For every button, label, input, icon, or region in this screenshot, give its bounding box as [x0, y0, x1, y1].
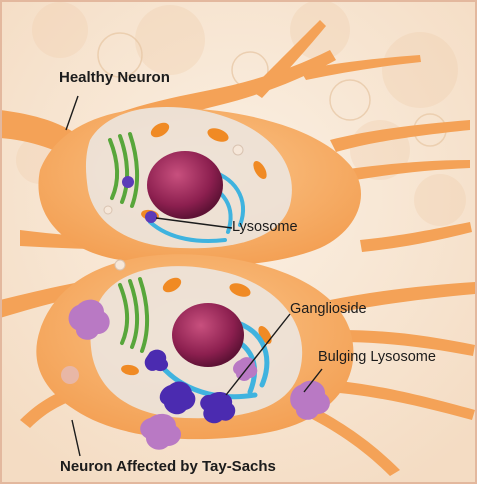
healthy-neuron-label: Healthy Neuron	[59, 70, 170, 85]
bulging-lysosome-label: Bulging Lysosome	[318, 350, 436, 365]
healthy-lysosome	[122, 176, 134, 188]
ganglioside-label: Ganglioside	[290, 302, 367, 317]
healthy-nucleus	[147, 151, 223, 219]
affected-vesicle	[115, 260, 125, 270]
healthy-lysosome	[145, 211, 157, 223]
healthy-vesicle	[233, 145, 243, 155]
healthy-vesicle	[104, 206, 112, 214]
affected-vesicle	[61, 366, 79, 384]
affected-nucleus	[172, 303, 244, 367]
lysosome-label: Lysosome	[232, 220, 298, 235]
affected-neuron-label: Neuron Affected by Tay-Sachs	[60, 459, 276, 474]
